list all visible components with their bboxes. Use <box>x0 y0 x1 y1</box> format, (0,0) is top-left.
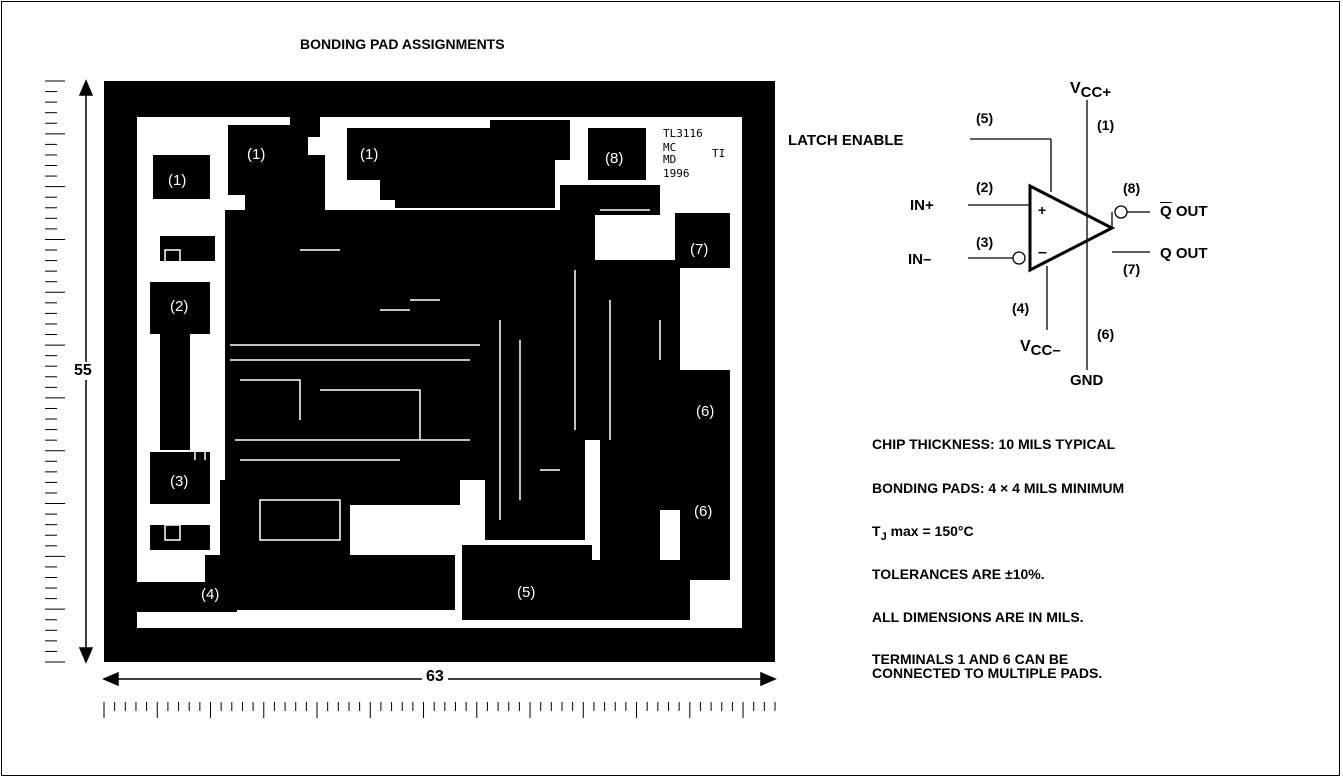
in-minus-bubble <box>1012 251 1026 265</box>
pin-7-label: (7) <box>1123 261 1141 277</box>
pad-3-label: (3) <box>170 473 189 490</box>
note-bonding-pads: BONDING PADS: 4 × 4 MILS MINIMUM <box>872 480 1125 496</box>
marking-line3: MD <box>663 153 677 166</box>
pad-7-label: (7) <box>690 241 709 258</box>
pad-5-label: (5) <box>517 584 536 601</box>
marking-line4: 1996 <box>663 167 690 180</box>
vcc-plus-label: VCC+ <box>1070 80 1112 102</box>
pin-1-label: (1) <box>1097 117 1115 133</box>
pad-6-bottom-label: (6) <box>693 592 712 609</box>
pin-6-label: (6) <box>1097 326 1115 342</box>
width-dimension-label: 63 <box>422 668 448 686</box>
marking-line2: MC <box>663 141 677 154</box>
vcc-minus-label: VCC– <box>1020 338 1061 360</box>
vertical-scale <box>45 80 65 663</box>
pin-4-label: (4) <box>1012 300 1030 316</box>
latch-enable-label: LATCH ENABLE <box>788 132 904 149</box>
pad-4-label: (4) <box>201 586 220 603</box>
note-tj-max: TJ max = 150°C <box>872 523 974 543</box>
pad-1-mid-label: (1) <box>247 146 266 163</box>
pin-3-label: (3) <box>976 234 994 250</box>
qbar-out-label: Q OUT <box>1160 203 1208 220</box>
comparator-triangle <box>1028 183 1116 273</box>
note-terminals-line2: CONNECTED TO MULTIPLE PADS. <box>872 665 1103 681</box>
pad-1-right-label: (1) <box>360 146 379 163</box>
pad-1-left-label: (1) <box>168 172 187 189</box>
in-plus-label: IN+ <box>910 197 934 214</box>
marking-line1: TL3116 <box>663 127 703 140</box>
die-circuitry <box>137 117 730 620</box>
q-out-label: Q OUT <box>1160 245 1208 262</box>
note-dimensions: ALL DIMENSIONS ARE IN MILS. <box>872 609 1084 625</box>
marking-logo: TI <box>712 147 726 160</box>
plus-sign: + <box>1038 202 1047 218</box>
height-dimension-label: 55 <box>70 362 96 380</box>
in-minus-label: IN– <box>908 251 932 268</box>
note-tolerances: TOLERANCES ARE ±10%. <box>872 566 1045 582</box>
figure-title: BONDING PAD ASSIGNMENTS <box>300 36 505 52</box>
pin-2-label: (2) <box>976 179 994 195</box>
pin-8-label: (8) <box>1123 180 1141 196</box>
qbar-out-bubble <box>1114 205 1128 219</box>
gnd-label: GND <box>1070 372 1104 389</box>
pad-2-label: (2) <box>170 298 189 315</box>
horizontal-scale <box>103 702 776 718</box>
pad-6-top-label: (6) <box>696 403 715 420</box>
die-traces <box>164 209 661 541</box>
note-terminals-line1: TERMINALS 1 AND 6 CAN BE <box>872 651 1069 667</box>
pin-5-label: (5) <box>976 110 994 126</box>
pad-6-mid-label: (6) <box>694 503 713 520</box>
note-chip-thickness: CHIP THICKNESS: 10 MILS TYPICAL <box>872 436 1116 452</box>
minus-sign: – <box>1038 244 1047 261</box>
pad-8-label: (8) <box>605 150 624 167</box>
